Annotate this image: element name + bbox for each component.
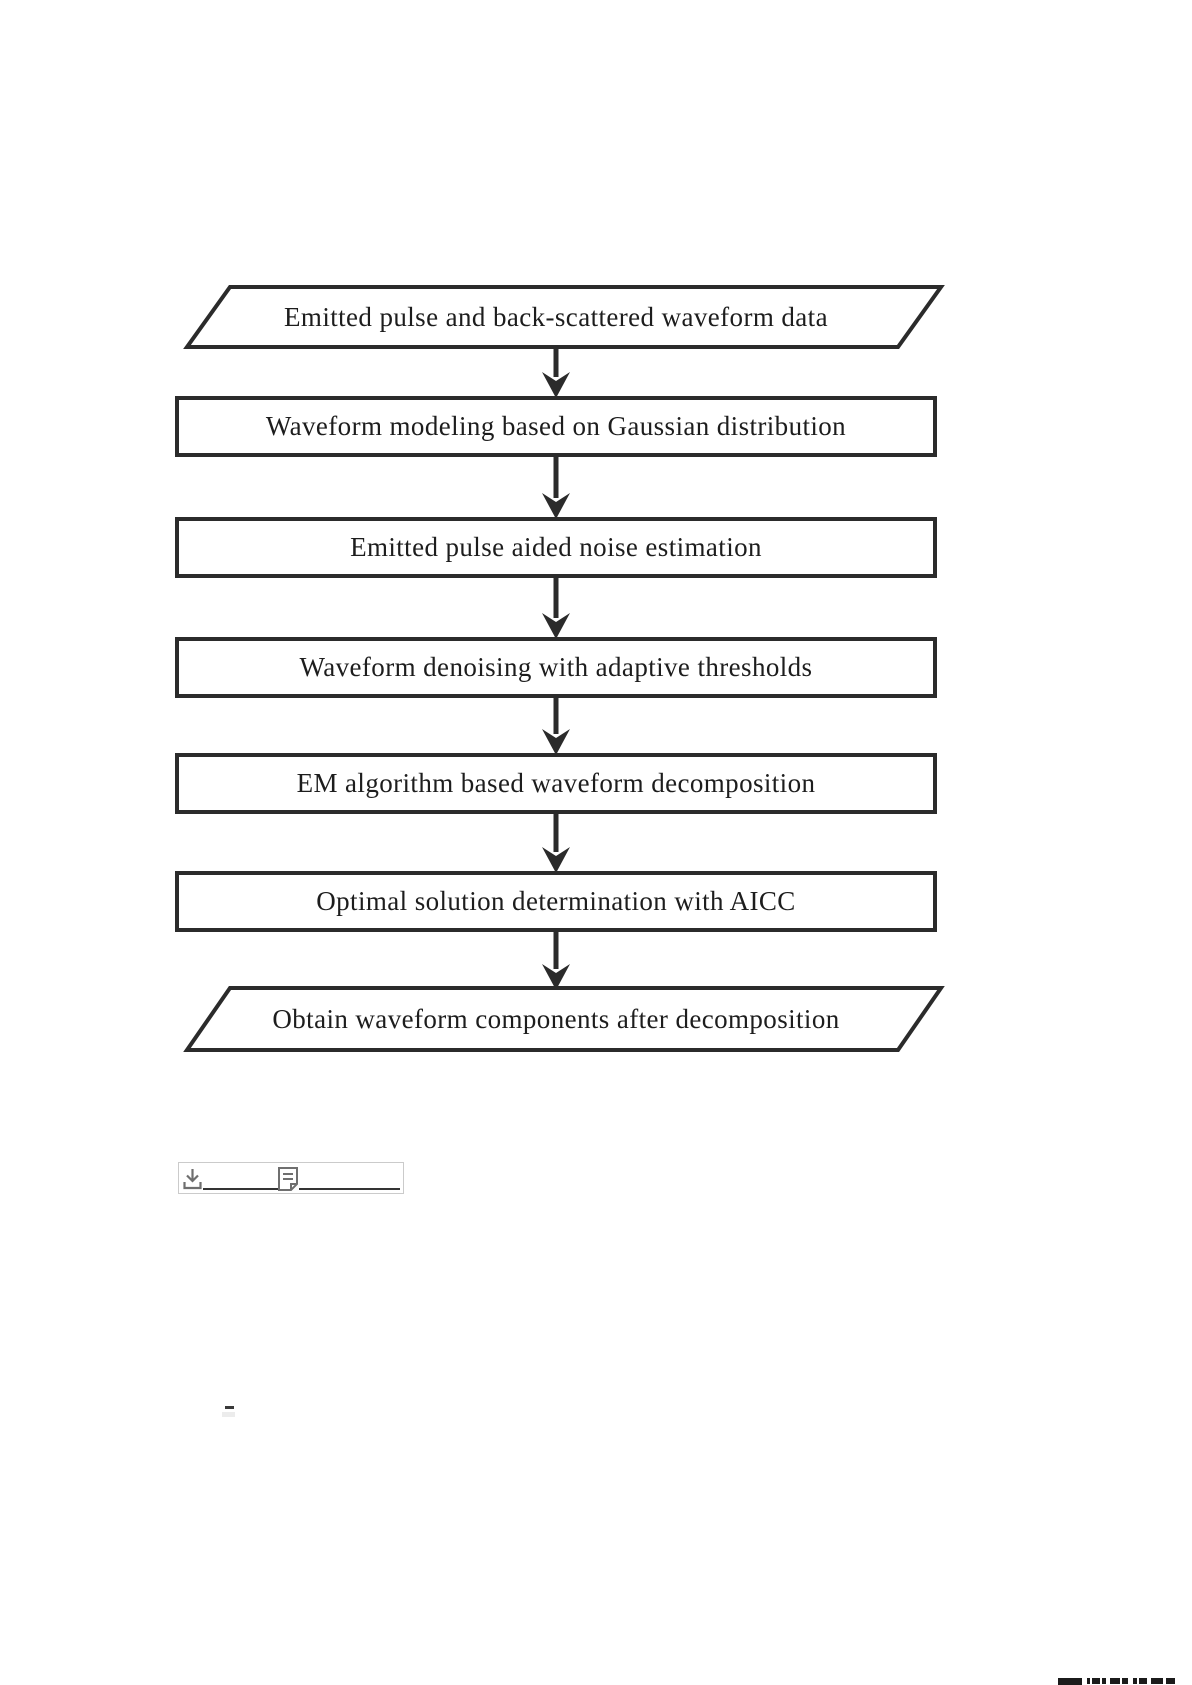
node-shape-input <box>183 285 945 349</box>
arrow-1 <box>542 349 570 398</box>
node-shape-modeling <box>175 396 937 457</box>
node-label-input: Emitted pulse and back-scattered wavefor… <box>284 301 828 332</box>
node-label-em: EM algorithm based waveform decompositio… <box>296 768 816 798</box>
flowchart-figure: Emitted pulse and back-scattered wavefor… <box>175 285 945 1052</box>
arrow-5 <box>542 814 570 873</box>
text-caret-dash <box>225 1406 234 1409</box>
node-label-output: Obtain waveform components after decompo… <box>272 1003 840 1034</box>
arrow-4 <box>542 698 570 755</box>
node-shape-em <box>175 753 937 814</box>
figure-download-bar <box>178 1162 404 1194</box>
node-shape-aicc <box>175 871 937 932</box>
full-size-image-link[interactable] <box>299 1188 400 1190</box>
download-icon[interactable] <box>183 1168 202 1191</box>
node-shape-noise <box>175 517 937 578</box>
node-label-noise: Emitted pulse aided noise estimation <box>350 532 762 562</box>
arrow-3 <box>542 578 570 639</box>
clipped-text-fragment <box>1058 1678 1188 1685</box>
node-label-aicc: Optimal solution determination with AICC <box>316 886 796 916</box>
download-link[interactable] <box>203 1188 278 1190</box>
text-caret-dash-faint <box>222 1412 235 1417</box>
node-label-denoising: Waveform denoising with adaptive thresho… <box>299 652 813 682</box>
node-shape-output <box>183 986 945 1052</box>
arrow-6 <box>542 932 570 990</box>
note-icon[interactable] <box>277 1166 299 1192</box>
flowchart-shapes <box>175 285 945 1052</box>
node-label-modeling: Waveform modeling based on Gaussian dist… <box>265 411 847 441</box>
arrow-2 <box>542 457 570 519</box>
node-shape-denoising <box>175 637 937 698</box>
